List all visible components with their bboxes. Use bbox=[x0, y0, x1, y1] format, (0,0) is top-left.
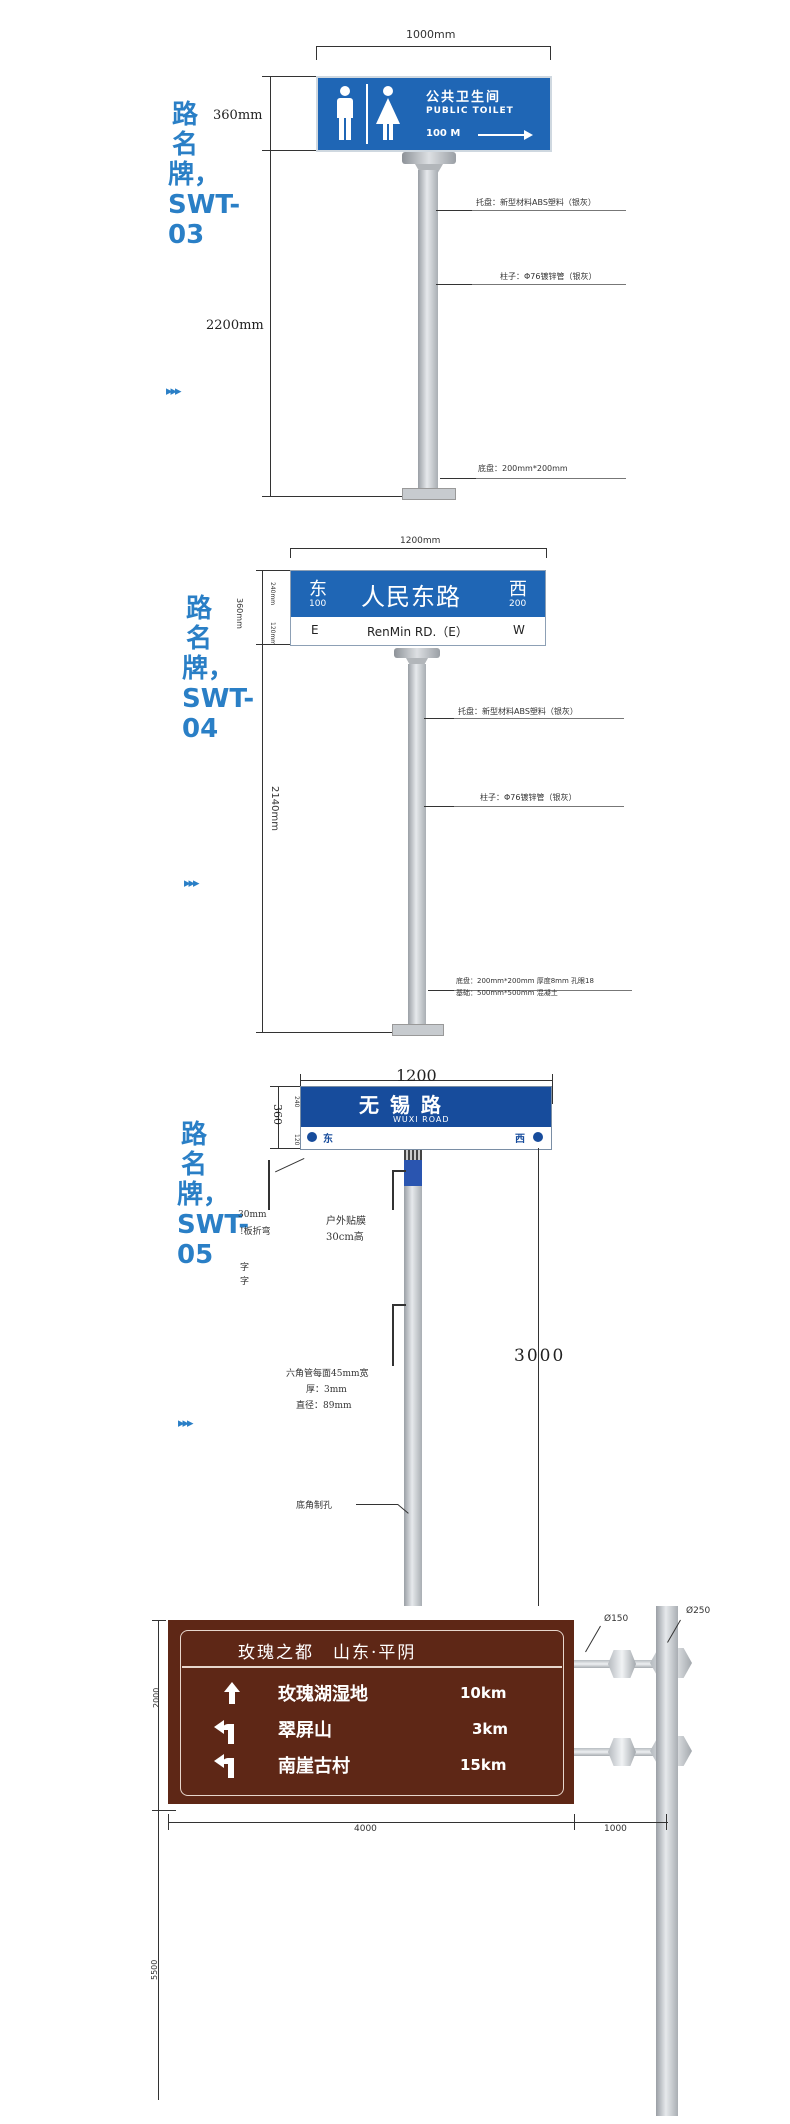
note-base: 底盘：200mm*200mm bbox=[478, 464, 568, 473]
sub-top-label: 240mm bbox=[269, 582, 276, 606]
note-base-1: 底盘：200mm*200mm 厚度8mm 孔眼18 bbox=[456, 977, 594, 985]
destination-distance: 3km bbox=[472, 1720, 509, 1738]
east-en: E bbox=[311, 623, 319, 637]
destination-distance: 10km bbox=[460, 1684, 507, 1702]
pole bbox=[404, 1186, 422, 1606]
east-cn: 东 bbox=[309, 579, 327, 600]
section-swt04: 路名牌，SWT-04 ▸▸▸ 1200mm 360mm 240mm 120mm … bbox=[0, 530, 790, 1036]
road-cn: 人民东路 bbox=[361, 583, 461, 611]
note-pipe-2: 厚：3mm bbox=[306, 1385, 347, 1395]
sign-cn-text: 公共卫生间 bbox=[426, 90, 502, 105]
section-title: 路名牌，SWT-03 bbox=[168, 100, 241, 250]
section-swt05: 路名牌，SWT-05 ▸▸▸ 1200 360 240 120 无 锡 路 WU… bbox=[0, 1060, 790, 1606]
sign-height-label: 360 bbox=[271, 1104, 284, 1125]
dim-width-4000: 4000 bbox=[354, 1824, 377, 1834]
diameter-large-label: Ø250 bbox=[686, 1606, 711, 1616]
road-en: WUXI ROAD bbox=[393, 1115, 450, 1124]
diameter-small-label: Ø150 bbox=[604, 1614, 629, 1624]
blue-film-band bbox=[404, 1160, 422, 1186]
east-text: 东 bbox=[323, 1134, 333, 1145]
total-height-label: 3000 bbox=[514, 1346, 566, 1366]
dim-pole-5500: 5500 bbox=[150, 1959, 159, 1980]
sub-bottom-label: 120 bbox=[293, 1134, 300, 1146]
section-swt03: 路名牌，SWT-03 ▸▸▸ 1000mm 360mm 2200mm 公共卫生间… bbox=[0, 0, 790, 520]
pole-height-label: 2140mm bbox=[269, 786, 280, 831]
sign-height-label: 360mm bbox=[235, 598, 244, 629]
west-text: 西 bbox=[515, 1134, 525, 1145]
guide-header: 玫瑰之都 山东·平阴 bbox=[238, 1643, 417, 1663]
note-base-2: 基础：500mm*500mm 混凝土 bbox=[456, 989, 558, 997]
arrows-icon: ▸▸▸ bbox=[178, 1416, 194, 1431]
sub-bottom-label: 120mm bbox=[269, 622, 276, 646]
destination-name: 翠屏山 bbox=[278, 1720, 332, 1741]
note-bend-2: !板折弯 bbox=[240, 1227, 271, 1237]
west-cn: 西 bbox=[509, 579, 527, 600]
road-name-sign: 东 100 人民东路 西 200 E RenMin RD.（E） W bbox=[290, 570, 546, 646]
note-pole: 柱子：Φ76镀锌管（银灰） bbox=[500, 272, 597, 281]
sign-width-label: 1000mm bbox=[406, 28, 456, 41]
pole-tray bbox=[402, 152, 456, 164]
arrows-icon: ▸▸▸ bbox=[166, 384, 182, 399]
note-tray: 托盘：新型材料ABS塑料（银灰） bbox=[458, 707, 578, 716]
west-circle-icon bbox=[533, 1132, 543, 1142]
note-pole: 柱子：Φ76镀锌管（银灰） bbox=[480, 793, 577, 802]
note-pipe-3: 直径：89mm bbox=[296, 1401, 352, 1411]
note-pipe-1: 六角管每面45mm宽 bbox=[286, 1369, 369, 1379]
note-film-2: 30cm高 bbox=[326, 1232, 364, 1243]
sign-width-label: 1200mm bbox=[400, 536, 441, 546]
dim-arm-1000: 1000 bbox=[604, 1824, 627, 1834]
sign-en-text: PUBLIC TOILET bbox=[426, 106, 514, 116]
public-toilet-sign: 公共卫生间 PUBLIC TOILET 100 M bbox=[316, 76, 552, 152]
pole bbox=[418, 170, 438, 490]
destination-distance: 15km bbox=[460, 1756, 507, 1774]
arrow-up-icon bbox=[224, 1682, 240, 1704]
dim-height-2000: 2000 bbox=[152, 1687, 161, 1708]
note-film-1: 户外贴膜 bbox=[326, 1216, 366, 1227]
sub-top-label: 240 bbox=[293, 1096, 300, 1108]
section-guide-sign: 2000 5500 玫瑰之都 山东·平阴 玫瑰湖湿地 10km 翠屏山 3km … bbox=[0, 1600, 790, 2124]
pole bbox=[408, 664, 426, 1024]
left-turn-arrow-icon bbox=[214, 1750, 242, 1778]
pole-tray bbox=[394, 648, 440, 658]
note-bend-1: 30mm bbox=[238, 1210, 267, 1220]
west-num: 200 bbox=[509, 599, 527, 609]
arrow-right-icon bbox=[478, 134, 530, 136]
clamp-left-bottom bbox=[608, 1738, 636, 1766]
arrows-icon: ▸▸▸ bbox=[184, 876, 200, 891]
clamp-left-top bbox=[608, 1650, 636, 1678]
main-pole bbox=[656, 1606, 678, 2116]
sign-width-label: 1200 bbox=[396, 1066, 437, 1085]
guide-sign: 玫瑰之都 山东·平阴 玫瑰湖湿地 10km 翠屏山 3km 南崖古村 15km bbox=[168, 1620, 574, 1804]
west-en: W bbox=[513, 623, 525, 637]
sign-distance-text: 100 M bbox=[426, 128, 461, 139]
note-tray: 托盘：新型材料ABS塑料（银灰） bbox=[476, 198, 596, 207]
destination-name: 南崖古村 bbox=[278, 1756, 350, 1777]
base-plate bbox=[392, 1024, 444, 1036]
road-cn: 无 锡 路 bbox=[359, 1093, 443, 1117]
road-en: RenMin RD.（E） bbox=[367, 625, 468, 639]
male-icon bbox=[334, 86, 356, 142]
note-char-1: 字 bbox=[240, 1263, 250, 1273]
base-plate bbox=[402, 488, 456, 500]
section-title: 路名牌，SWT-05 bbox=[177, 1120, 250, 1270]
sign-height-label: 360mm bbox=[213, 108, 263, 123]
note-hole: 底角制孔 bbox=[296, 1501, 333, 1511]
east-num: 100 bbox=[309, 599, 327, 609]
left-turn-arrow-icon bbox=[214, 1716, 242, 1744]
note-char-2: 字 bbox=[240, 1277, 250, 1287]
road-name-sign: 无 锡 路 WUXI ROAD 东 西 bbox=[300, 1086, 552, 1150]
pole-height-label: 2200mm bbox=[206, 318, 264, 333]
section-title: 路名牌，SWT-04 bbox=[182, 594, 255, 744]
female-icon bbox=[376, 86, 400, 142]
east-circle-icon bbox=[307, 1132, 317, 1142]
destination-name: 玫瑰湖湿地 bbox=[278, 1684, 368, 1705]
